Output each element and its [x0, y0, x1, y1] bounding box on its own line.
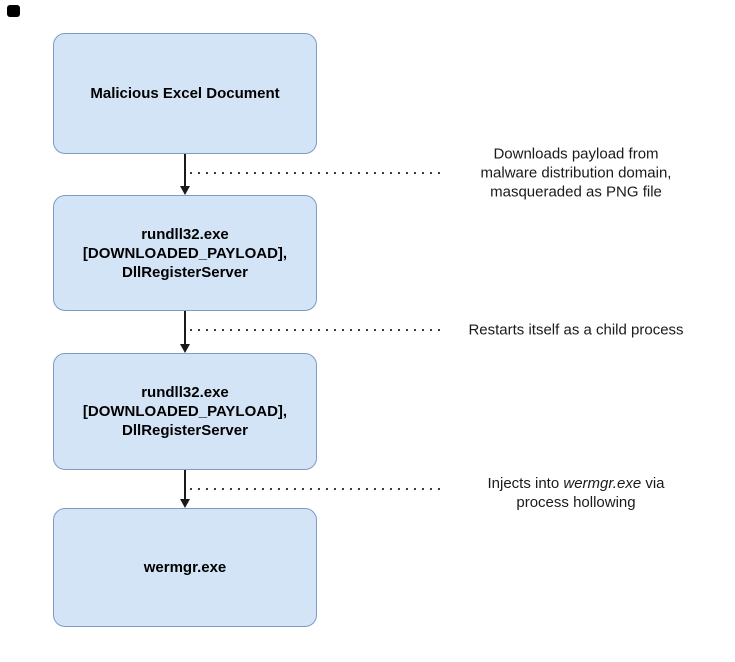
- dotted-connector: [190, 329, 446, 331]
- node-label: DllRegisterServer: [122, 263, 248, 281]
- node-label: Malicious Excel Document: [90, 85, 280, 102]
- annotation-line: Injects into wermgr.exe via: [487, 475, 665, 492]
- node-label: wermgr.exe: [143, 559, 227, 576]
- arrow-line: [184, 470, 186, 499]
- node-rundll32-child: rundll32.exe [DOWNLOADED_PAYLOAD], DllRe…: [53, 353, 317, 470]
- arrow-down-icon: [180, 499, 190, 508]
- annotation-download-payload: Downloads payload from malware distribut…: [450, 145, 702, 202]
- annotation-inject-wermgr: Injects into wermgr.exe via process holl…: [450, 474, 702, 512]
- node-label: [DOWNLOADED_PAYLOAD],: [82, 403, 288, 420]
- node-label: DllRegisterServer: [122, 422, 248, 439]
- node-rundll32-initial: rundll32.exe [DOWNLOADED_PAYLOAD], DllRe…: [53, 195, 317, 311]
- arrow-line: [184, 154, 186, 186]
- node-label: rundll32.exe: [141, 384, 229, 401]
- node-label: rundll32.exe: [141, 225, 229, 243]
- arrow-down-icon: [180, 186, 190, 195]
- arrow-down-icon: [180, 344, 190, 353]
- dotted-connector: [190, 172, 446, 174]
- node-wermgr: wermgr.exe: [53, 508, 317, 627]
- annotation-line: malware distribution domain,: [480, 164, 672, 182]
- arrow-line: [184, 311, 186, 344]
- dotted-connector: [190, 488, 446, 490]
- node-malicious-excel-document: Malicious Excel Document: [53, 33, 317, 154]
- annotation-line: process hollowing: [516, 494, 636, 511]
- annotation-line: masqueraded as PNG file: [490, 183, 662, 201]
- corner-mark: [7, 5, 20, 17]
- italic-process-name: wermgr.exe: [563, 475, 642, 492]
- annotation-line: Restarts itself as a child process: [468, 321, 684, 339]
- annotation-line: Downloads payload from: [493, 145, 659, 163]
- node-label: [DOWNLOADED_PAYLOAD],: [82, 244, 288, 262]
- annotation-restart-child-process: Restarts itself as a child process: [450, 321, 702, 340]
